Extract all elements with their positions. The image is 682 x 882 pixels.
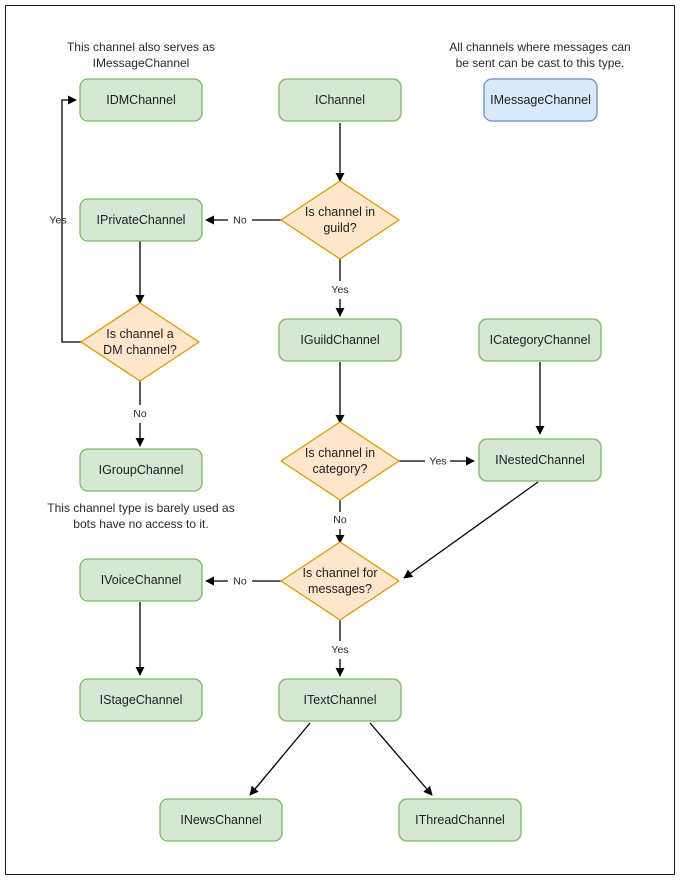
- node-icategorychannel-shape[interactable]: [478, 318, 602, 362]
- note-dm-channel-line1: This channel also serves as: [67, 40, 215, 54]
- decision-is-channel-for-messages-line2: messages?: [308, 582, 372, 596]
- node-iguildchannel-label: IGuildChannel: [300, 333, 379, 347]
- node-ithreadchannel-label: IThreadChannel: [415, 813, 505, 827]
- node-inewschannel-shape[interactable]: [159, 798, 283, 842]
- note-message-channel-line2: be sent can be cast to this type.: [456, 56, 625, 70]
- decision-is-channel-in-guild-line2: guild?: [323, 221, 356, 235]
- node-iprivatechannel-shape[interactable]: [79, 198, 203, 242]
- edge-dm-yes-to-idm: [61, 95, 83, 343]
- edge-itext-to-inews: [249, 722, 311, 796]
- note-message-channel-line1: All channels where messages can: [449, 40, 630, 54]
- decision-is-channel-for-messages-line1: Is channel for: [302, 566, 377, 580]
- edges-layer: IPrivateChannel --> No IGuildChannel -->…: [49, 95, 545, 796]
- edge-inested-to-messages-decision: [403, 481, 539, 579]
- node-iguildchannel-shape[interactable]: [278, 318, 402, 362]
- node-ithreadchannel-shape[interactable]: [398, 798, 522, 842]
- decision-is-channel-for-messages[interactable]: Is channel for messages?: [280, 541, 400, 621]
- node-inestedchannel-label: INestedChannel: [495, 453, 585, 467]
- node-imessagechannel-shape[interactable]: [483, 78, 598, 122]
- edge-label-no-guild: No: [233, 214, 247, 226]
- node-istagechannel-shape[interactable]: [79, 678, 203, 722]
- node-igroupchannel[interactable]: IGroupChannel: [79, 448, 203, 492]
- node-istagechannel[interactable]: IStageChannel: [79, 678, 203, 722]
- node-imessagechannel[interactable]: IMessageChannel: [483, 78, 598, 122]
- node-itextchannel-shape[interactable]: [278, 678, 402, 722]
- edge-label-no-dm: No: [133, 408, 147, 420]
- node-iguildchannel[interactable]: IGuildChannel: [278, 318, 402, 362]
- node-ichannel[interactable]: IChannel: [278, 78, 402, 122]
- decision-is-channel-in-guild[interactable]: Is channel in guild?: [280, 180, 400, 260]
- decision-is-channel-in-category-line1: Is channel in: [305, 446, 375, 460]
- note-group-channel-line1: This channel type is barely used as: [47, 501, 234, 515]
- edge-label-yes-messages: Yes: [331, 644, 348, 656]
- edge-label-no-category: No: [333, 514, 347, 526]
- decision-is-channel-a-dm-channel-shape[interactable]: [80, 302, 200, 382]
- node-inewschannel[interactable]: INewsChannel: [159, 798, 283, 842]
- note-group-channel: This channel type is barely used as bots…: [47, 501, 234, 531]
- decision-is-channel-in-category-line2: category?: [313, 462, 368, 476]
- node-inestedchannel[interactable]: INestedChannel: [478, 438, 602, 482]
- node-idmchannel-label: IDMChannel: [106, 93, 175, 107]
- decision-is-channel-in-guild-shape[interactable]: [280, 180, 400, 260]
- decision-is-channel-in-category-shape[interactable]: [280, 421, 400, 501]
- node-inewschannel-label: INewsChannel: [180, 813, 261, 827]
- edge-label-yes-category: Yes: [429, 455, 446, 467]
- node-istagechannel-label: IStageChannel: [100, 693, 183, 707]
- node-ivoicechannel-label: IVoiceChannel: [101, 573, 182, 587]
- node-idmchannel-shape[interactable]: [79, 78, 203, 122]
- node-itextchannel[interactable]: ITextChannel: [278, 678, 402, 722]
- edge-label-yes-guild: Yes: [331, 284, 348, 296]
- node-icategorychannel[interactable]: ICategoryChannel: [478, 318, 602, 362]
- note-dm-channel: This channel also serves as IMessageChan…: [67, 40, 215, 70]
- node-icategorychannel-label: ICategoryChannel: [490, 333, 591, 347]
- node-itextchannel-label: ITextChannel: [304, 693, 377, 707]
- node-ichannel-shape[interactable]: [278, 78, 402, 122]
- edge-itext-to-ithread: [369, 722, 433, 796]
- node-inestedchannel-shape[interactable]: [478, 438, 602, 482]
- node-iprivatechannel[interactable]: IPrivateChannel: [79, 198, 203, 242]
- node-igroupchannel-shape[interactable]: [79, 448, 203, 492]
- node-igroupchannel-label: IGroupChannel: [99, 463, 184, 477]
- note-group-channel-line2: bots have no access to it.: [73, 517, 208, 531]
- note-message-channel: All channels where messages can be sent …: [449, 40, 630, 70]
- node-ithreadchannel[interactable]: IThreadChannel: [398, 798, 522, 842]
- decision-is-channel-a-dm-channel-line2: DM channel?: [103, 343, 177, 357]
- decision-is-channel-a-dm-channel[interactable]: Is channel a DM channel?: [80, 302, 200, 382]
- edge-label-no-messages: No: [233, 575, 247, 587]
- decision-is-channel-a-dm-channel-line1: Is channel a: [106, 327, 173, 341]
- node-iprivatechannel-label: IPrivateChannel: [97, 213, 186, 227]
- node-ivoicechannel-shape[interactable]: [79, 558, 203, 602]
- decision-is-channel-in-guild-line1: Is channel in: [305, 205, 375, 219]
- edge-label-yes-dm: Yes: [49, 214, 66, 226]
- decision-is-channel-for-messages-shape[interactable]: [280, 541, 400, 621]
- node-ichannel-label: IChannel: [315, 93, 365, 107]
- node-idmchannel[interactable]: IDMChannel: [79, 78, 203, 122]
- node-ivoicechannel[interactable]: IVoiceChannel: [79, 558, 203, 602]
- decision-is-channel-in-category[interactable]: Is channel in category?: [280, 421, 400, 501]
- note-dm-channel-line2: IMessageChannel: [93, 56, 190, 70]
- node-imessagechannel-label: IMessageChannel: [490, 93, 591, 107]
